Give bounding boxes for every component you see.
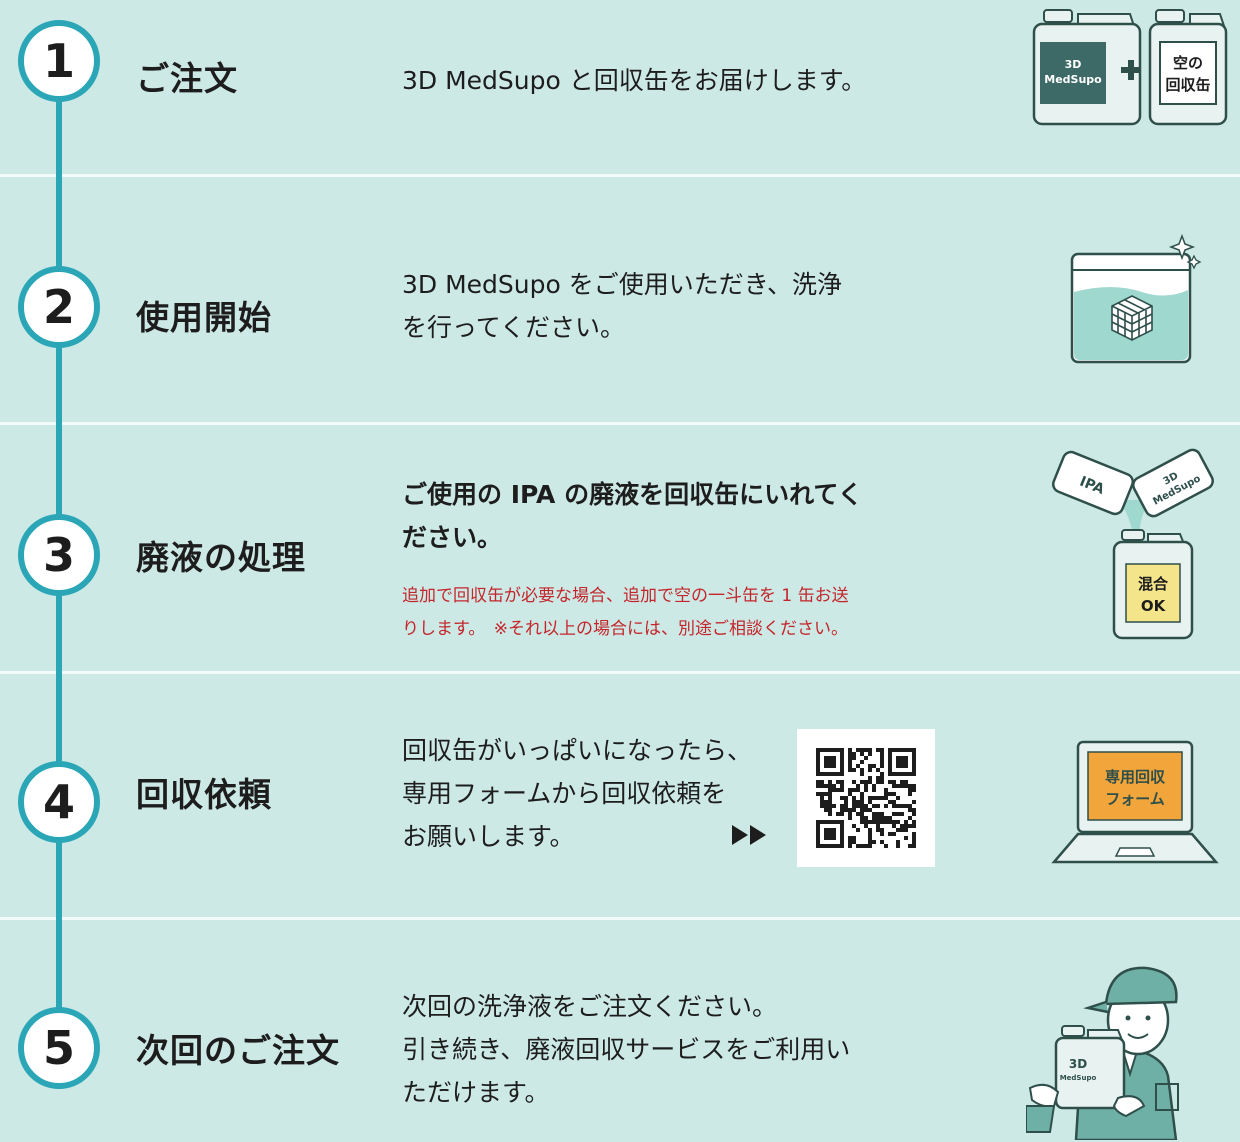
wash-tank-illustration	[1070, 234, 1202, 364]
row-divider	[0, 671, 1240, 674]
double-arrow-icon	[732, 825, 766, 845]
disposal-illustration: IPA 3D MedSupo 混合 OK	[1051, 448, 1214, 640]
step-desc-1: 3D MedSupo と回収缶をお届けします。	[402, 59, 866, 102]
delivery-can-icon: 3D MedSupo	[1054, 1025, 1126, 1110]
step-number-2: 2	[18, 266, 100, 348]
can-label: 回収缶	[1165, 76, 1210, 94]
note-line: 追加で回収缶が必要な場合、追加で空の一斗缶を 1 缶お送	[402, 586, 849, 606]
can-label: 3D	[1069, 1057, 1087, 1071]
step-desc-4: 回収缶がいっぱいになったら、 専用フォームから回収依頼を お願いします。	[402, 729, 752, 858]
note-line: りします。 ※それ以上の場合には、別途ご相談ください。	[402, 619, 849, 639]
desc-line: ただけます。	[402, 1078, 550, 1107]
step-title-4: 回収依頼	[136, 775, 272, 814]
step-title-1: ご注文	[136, 59, 238, 98]
step-title-2: 使用開始	[136, 298, 272, 337]
desc-line: 3D MedSupo と回収缶をお届けします。	[402, 66, 867, 95]
can-label: OK	[1141, 597, 1167, 615]
sparkle-icon	[1168, 234, 1196, 261]
step-number-5: 5	[18, 1007, 100, 1089]
can-label: MedSupo	[1044, 73, 1102, 86]
laptop-illustration: 専用回収 フォーム	[1051, 740, 1219, 864]
screen-label: 専用回収	[1105, 768, 1166, 786]
step-title-5: 次回のご注文	[136, 1031, 340, 1070]
row-divider	[0, 174, 1240, 177]
step-note-3: 追加で回収缶が必要な場合、追加で空の一斗缶を 1 缶お送 りします。 ※それ以上…	[402, 580, 849, 646]
delivery-person-illustration: 3D MedSupo	[1026, 966, 1179, 1140]
medsupo-can-icon: 3D MedSupo	[1032, 9, 1142, 126]
desc-line: 専用フォームから回収依頼を	[402, 779, 727, 808]
screen-label: フォーム	[1105, 790, 1165, 808]
medsupo-card: 3D MedSupo	[1132, 448, 1214, 518]
empty-can-icon: 空の 回収缶	[1148, 9, 1228, 126]
step-desc-5: 次回の洗浄液をご注文ください。 引き続き、廃液回収サービスをご利用い ただけます…	[402, 985, 850, 1114]
can-label: 混合	[1138, 575, 1169, 593]
mix-can-icon: 混合 OK	[1112, 529, 1194, 640]
can-label: 空の	[1173, 54, 1203, 72]
step-number-3: 3	[18, 514, 100, 596]
step-desc-3: ご使用の IPA の廃液を回収缶にいれてく ださい。	[402, 473, 863, 559]
desc-line: を行ってください。	[402, 313, 626, 342]
desc-line: 次回の洗浄液をご注文ください。	[402, 992, 778, 1021]
desc-line: ご使用の IPA の廃液を回収缶にいれてく	[402, 480, 863, 509]
step-number-1: 1	[18, 20, 100, 102]
step-number-4: 4	[18, 761, 100, 843]
desc-line: ださい。	[402, 523, 503, 552]
row-divider	[0, 422, 1240, 425]
cans-illustration: 3D MedSupo 空の 回収缶	[1032, 9, 1228, 126]
qr-code[interactable]	[797, 729, 935, 867]
sparkle-icon	[1186, 254, 1202, 270]
can-label: MedSupo	[1060, 1074, 1097, 1082]
step-title-3: 廃液の処理	[136, 538, 306, 577]
plus-icon	[1121, 60, 1141, 80]
row-divider	[0, 917, 1240, 920]
ipa-card: IPA	[1051, 450, 1135, 516]
qr-code-icon	[816, 748, 916, 848]
desc-line: 回収缶がいっぱいになったら、	[402, 736, 753, 765]
desc-line: 引き続き、廃液回収サービスをご利用い	[402, 1035, 851, 1064]
desc-line: 3D MedSupo をご使用いただき、洗浄	[402, 270, 842, 299]
desc-line: お願いします。	[402, 822, 575, 851]
cube-icon	[1111, 295, 1153, 341]
step-desc-2: 3D MedSupo をご使用いただき、洗浄 を行ってください。	[402, 263, 842, 349]
can-label: 3D	[1065, 58, 1082, 71]
